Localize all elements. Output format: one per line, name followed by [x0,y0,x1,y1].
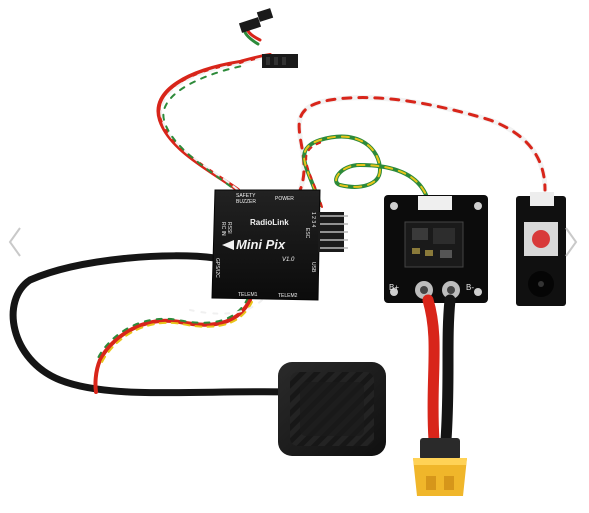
label-rssi: RSSI [226,222,232,234]
label-telem2: TELEM2 [278,293,298,299]
label-port-numbers: 1 2 3 4 [310,212,316,228]
gps-module [278,362,386,456]
label-bminus: B- [466,283,474,292]
label-safety: SAFETY [236,193,256,199]
label-gps: GPS/I2C [214,258,220,278]
esc-pin-header [318,212,348,252]
label-power: POWER [275,196,294,202]
safety-button [532,230,550,248]
servo-cable-top [156,23,272,195]
battery-leads [422,294,456,446]
next-image-button[interactable] [560,222,582,262]
xt60-connector [413,438,467,496]
telem-cable [93,297,263,394]
version-label: V1.0 [282,257,295,263]
label-usb: USB [310,262,316,273]
arrow-icon [222,240,234,250]
label-bplus: B+ [389,283,399,292]
label-esc: ESC [304,228,310,239]
gps-cable [9,252,294,397]
cable-to-buzzer [295,95,548,198]
brand-label: RadioLink [250,218,289,227]
chevron-right-icon [565,227,578,257]
label-rcin: RC IN [220,222,226,236]
servo-connector-top [238,8,298,68]
safety-switch-buzzer [516,192,566,306]
chevron-left-icon [8,227,21,257]
flight-controller: SAFETY BUZZER POWER RadioLink Mini Pix V… [211,189,321,301]
power-module: B+ B- [384,195,488,303]
previous-image-button[interactable] [4,222,26,262]
model-label: Mini Pix [236,237,286,252]
label-telem1: TELEM1 [238,292,258,298]
label-buzzer: BUZZER [236,199,256,205]
